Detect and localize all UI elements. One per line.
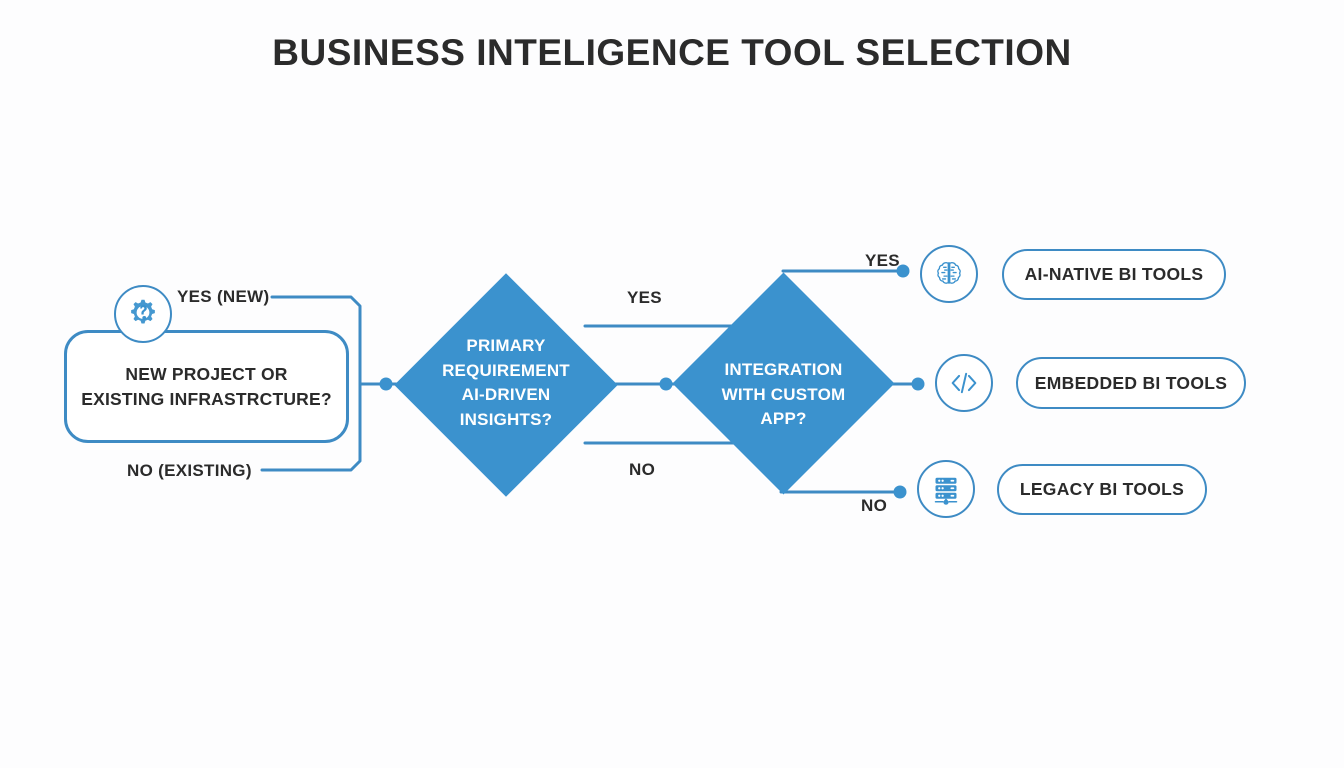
server-rack-glyph [934, 477, 958, 505]
code-brackets-glyph [951, 372, 977, 394]
brain-glyph [937, 261, 961, 284]
decision1-line2: REQUIREMENT [442, 360, 570, 380]
edge-label-decision1-yes: YES [627, 288, 662, 307]
decision-node-integration-label: INTEGRATION WITH CUSTOM APP? [705, 358, 862, 432]
start-node-line1: NEW PROJECT OR [125, 364, 288, 385]
gear-question-icon [114, 285, 172, 343]
junction-dot-start [379, 377, 393, 391]
edge-label-no-existing: NO (EXISTING) [127, 461, 252, 480]
edge-label-decision1-no: NO [629, 460, 656, 479]
decision1-line1: PRIMARY [466, 336, 546, 355]
result-node-legacy[interactable]: LEGACY BI TOOLS [997, 464, 1207, 515]
junction-dots [379, 264, 925, 499]
junction-dot-ai [896, 264, 910, 278]
decision-node-primary-requirement-label: PRIMARY REQUIREMENT AI-DRIVEN INSIGHTS? [427, 334, 585, 433]
decision2-line3: APP? [760, 409, 807, 429]
page-title: BUSINESS INTELIGENCE TOOL SELECTION [272, 32, 1072, 73]
edge-label-decision2-yes: YES [865, 251, 900, 270]
junction-dot-decision1 [659, 377, 673, 391]
gear-question-glyph [131, 299, 155, 324]
result-node-legacy-label: LEGACY BI TOOLS [1019, 479, 1185, 499]
start-node[interactable]: NEW PROJECT OR EXISTING INFRASTRCTURE? [64, 330, 349, 443]
code-brackets-icon [935, 354, 993, 412]
edge-label-yes-new: YES (NEW) [177, 287, 270, 306]
decision1-line3: AI-DRIVEN [461, 385, 551, 405]
start-node-label: NEW PROJECT OR EXISTING INFRASTRCTURE? [81, 362, 332, 410]
result-node-ai-native-label: AI-NATIVE BI TOOLS [1024, 264, 1204, 284]
junction-dot-embedded [911, 377, 925, 391]
server-rack-icon [917, 460, 975, 518]
result-node-embedded-label: EMBEDDED BI TOOLS [1034, 372, 1228, 393]
decision2-line2: WITH CUSTOM [721, 384, 846, 404]
start-node-line2: EXISTING INFRASTRCTURE? [81, 388, 332, 409]
brain-icon [920, 245, 978, 303]
decision1-line4: INSIGHTS? [459, 409, 553, 429]
junction-dot-legacy [893, 485, 907, 499]
decision2-line1: INTEGRATION [724, 360, 843, 379]
edge-label-decision2-no: NO [861, 496, 888, 515]
result-node-embedded[interactable]: EMBEDDED BI TOOLS [1016, 357, 1246, 409]
result-node-ai-native[interactable]: AI-NATIVE BI TOOLS [1002, 249, 1226, 300]
